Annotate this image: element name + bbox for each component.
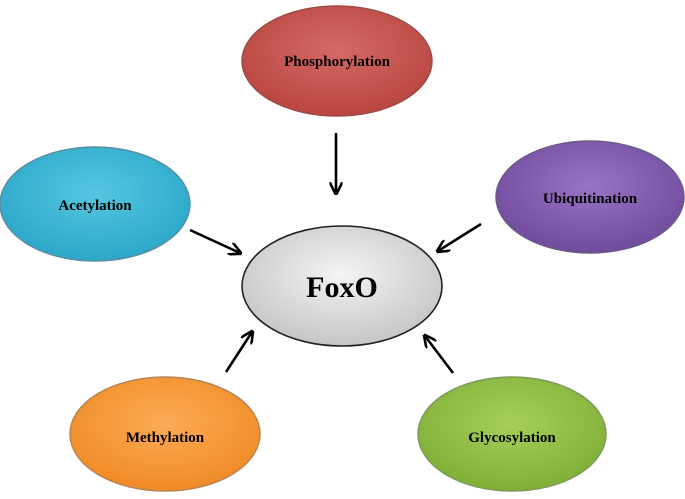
arrow-acetylation-to-foxo bbox=[189, 228, 240, 253]
node-phosphorylation-label: Phosphorylation bbox=[284, 54, 391, 70]
node-ubiquitination: Ubiquitination bbox=[495, 140, 685, 254]
node-methylation: Methylation bbox=[69, 376, 261, 492]
center-node-label: FoxO bbox=[306, 271, 378, 304]
arrow-ubiquitination-to-foxo bbox=[438, 222, 482, 251]
node-phosphorylation: Phosphorylation bbox=[241, 5, 433, 117]
node-ubiquitination-shape bbox=[495, 140, 685, 254]
modification-nodes: Phosphorylation Acetylation Ubiquitinati… bbox=[0, 5, 685, 492]
node-phosphorylation-shape bbox=[241, 5, 433, 117]
node-methylation-shape bbox=[69, 376, 261, 492]
node-acetylation: Acetylation bbox=[0, 146, 191, 262]
arrow-methylation-to-foxo bbox=[224, 332, 252, 373]
center-node-shape bbox=[241, 225, 443, 347]
node-methylation-label: Methylation bbox=[126, 430, 205, 446]
node-ubiquitination-label: Ubiquitination bbox=[543, 191, 638, 207]
node-acetylation-shape bbox=[0, 146, 191, 262]
center-node-foxo: FoxO bbox=[241, 225, 443, 347]
node-acetylation-label: Acetylation bbox=[58, 198, 132, 214]
node-glycosylation: Glycosylation bbox=[417, 376, 607, 492]
arrows bbox=[189, 133, 482, 374]
node-glycosylation-label: Glycosylation bbox=[468, 430, 556, 446]
node-glycosylation-shape bbox=[417, 376, 607, 492]
arrow-glycosylation-to-foxo bbox=[425, 336, 455, 374]
